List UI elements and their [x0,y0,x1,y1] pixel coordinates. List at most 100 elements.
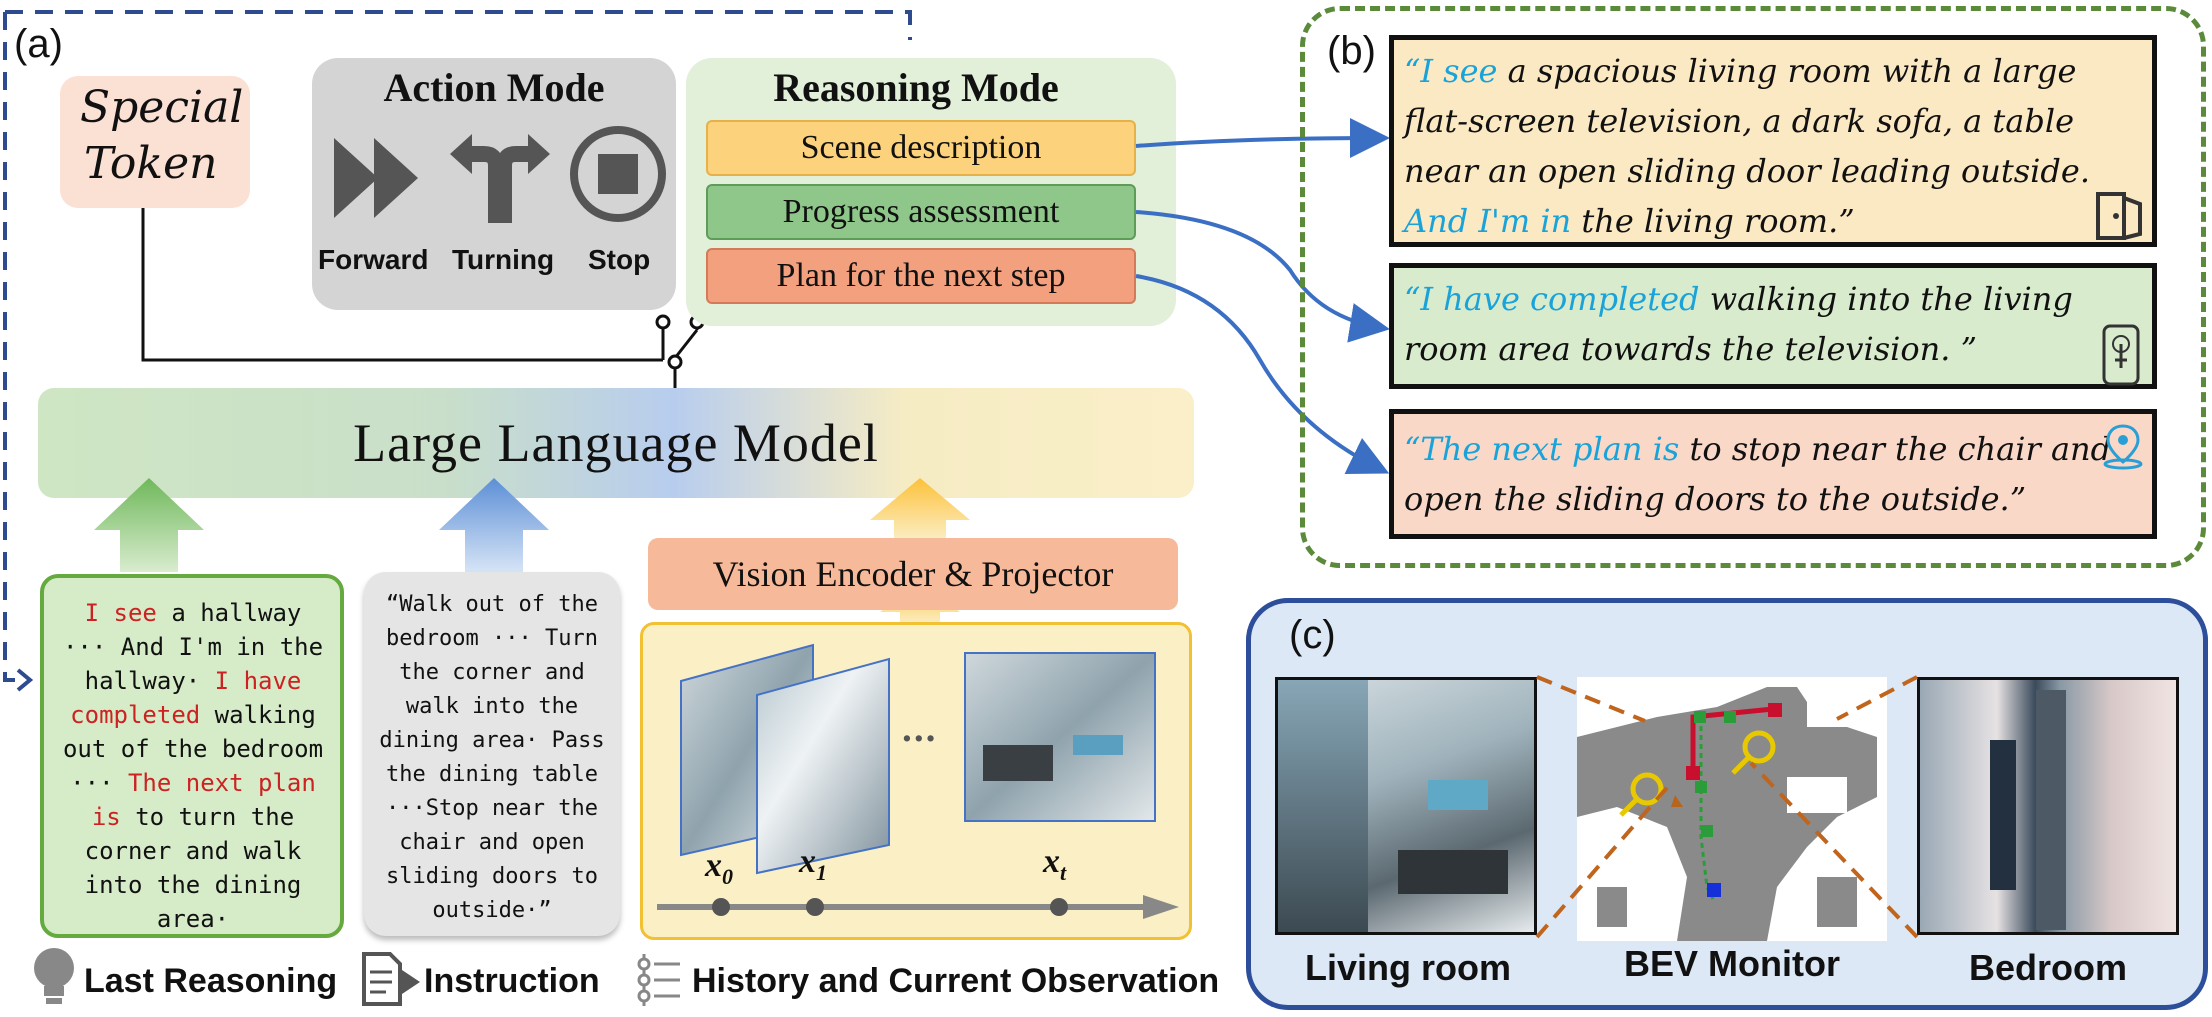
lightbulb-icon [34,948,74,1004]
plan-next-step-box: Plan for the next step [706,248,1136,304]
special-token-line2: Token [84,138,218,189]
progress-t1: walking into the living room area toward… [1404,280,2073,368]
last-reasoning-seg3: I have completed [70,667,302,729]
legend-history: History and Current Observation [692,962,1220,1000]
action-turning-label: Turning [452,244,555,275]
panel-c-label: (c) [1289,613,1336,657]
timeline-list-icon [637,954,680,1006]
panel-b: (b) “I see a spacious living room with a… [1300,6,2206,568]
bev-history-path [1690,706,1774,773]
label-x1-x: x [799,843,816,880]
vision-encoder-box: Vision Encoder & Projector [648,538,1178,610]
progress-hl1: “I have completed [1404,280,1700,318]
bev-guide-lines [1535,675,1919,939]
timeline-dot-x0 [712,898,730,916]
frame-x1 [756,657,890,875]
touch-phone-icon [2102,324,2140,386]
label-x0-x: x [705,847,722,884]
label-x0: x0 [705,847,733,890]
frame-xt [964,652,1156,822]
bev-marker-2 [1630,772,1664,806]
plan-t1: to stop near the chair and open the slid… [1404,430,2112,518]
arrow-up-vision [870,478,970,540]
scene-text-box: “I see a spacious living room with a lar… [1389,35,2157,247]
scene-text: “I see a spacious living room with a lar… [1404,46,2124,246]
arrow-progress [1135,210,1390,343]
llm-bar: Large Language Model [38,388,1194,498]
arrow-plan [1135,274,1390,474]
last-reasoning-text: I see a hallway ··· And I'm in the hallw… [58,596,328,936]
last-reasoning-seg1: I see [84,599,157,627]
instruction-text: “Walk out of the bedroom ··· Turn the co… [379,592,605,923]
observation-box: ··· x0 x1 xt [640,622,1192,940]
vision-encoder-label: Vision Encoder & Projector [712,554,1114,594]
bedroom-door [1990,740,2016,890]
observation-ellipsis: ··· [901,719,937,759]
panel-c: (c) [1246,598,2208,1010]
legend-instruction: Instruction [424,962,600,1000]
location-pin-icon [2103,424,2143,470]
label-xt-x: x [1043,843,1060,880]
observation-frames [657,643,1179,919]
living-room-image [1275,677,1537,935]
reasoning-mode-box: Reasoning Mode Scene description Progres… [686,58,1176,326]
label-xt: xt [1043,843,1066,886]
instruction-box: “Walk out of the bedroom ··· Turn the co… [364,572,620,936]
arrow-up-instruction [439,478,549,572]
scene-t1: a spacious living room with a large flat… [1404,52,2090,190]
stop-icon [570,126,666,222]
last-reasoning-seg6: to turn the corner and walk into the din… [84,803,302,933]
timeline-dot-x1 [806,898,824,916]
last-reasoning-box: I see a hallway ··· And I'm in the hallw… [40,574,344,938]
timeline-dot-xt [1050,898,1068,916]
plan-next-step-label: Plan for the next step [776,257,1066,294]
progress-assessment-box: Progress assessment [706,184,1136,240]
scene-hl1: “I see [1404,52,1498,90]
scene-description-box: Scene description [706,120,1136,176]
turning-icon [450,134,550,223]
special-token-line1: Special [80,82,244,133]
plan-text-box: “The next plan is to stop near the chair… [1389,409,2157,539]
action-stop-label: Stop [588,244,651,275]
action-mode-box: Action Mode Forward Turning Stop [312,58,676,310]
scene-description-label: Scene description [800,129,1042,166]
bev-monitor-map [1577,677,1887,941]
label-x1-sub: 1 [816,859,827,885]
legend-last-reasoning: Last Reasoning [84,962,338,1000]
forward-icon [334,138,418,218]
progress-assessment-label: Progress assessment [782,193,1060,230]
caption-living-room: Living room [1305,947,1511,988]
instruction-doc-icon [362,952,420,1006]
last-reasoning-seg4: walking out of the bedroom ··· [62,701,324,797]
living-room-window [1278,680,1368,932]
bedroom-image [1917,677,2179,935]
scene-hl2: And I'm in [1404,202,1572,240]
plan-hl1: “The next plan is [1404,430,1680,468]
bev-marker-1 [1742,730,1776,764]
caption-bedroom: Bedroom [1968,947,2127,988]
action-forward-label: Forward [318,244,429,275]
label-x1: x1 [799,843,827,886]
special-token-box: Special Token [60,76,250,208]
progress-text-box: “I have completed walking into the livin… [1389,263,2157,389]
reasoning-mode-title: Reasoning Mode [773,65,1059,110]
door-exit-icon [2096,192,2142,240]
label-x0-sub: 0 [722,863,733,889]
progress-text: “I have completed walking into the livin… [1404,274,2104,374]
llm-label: Large Language Model [353,413,879,473]
living-room-tv [1428,780,1488,810]
arrow-up-reasoning [94,478,204,572]
bedroom-wall-edge [2036,690,2066,930]
scene-t2: the living room.” [1571,202,1855,240]
last-reasoning-seg2: a hallway ··· And I'm in the hallway· [62,599,324,695]
plan-text: “The next plan is to stop near the chair… [1404,424,2144,524]
label-xt-sub: t [1060,859,1067,885]
living-room-sofa [1398,850,1508,894]
arrow-scene [1135,118,1390,159]
caption-bev-monitor: BEV Monitor [1624,943,1840,984]
action-mode-title: Action Mode [383,65,605,110]
timeline-arrowhead [1143,895,1179,919]
panel-b-label: (b) [1327,29,1376,73]
